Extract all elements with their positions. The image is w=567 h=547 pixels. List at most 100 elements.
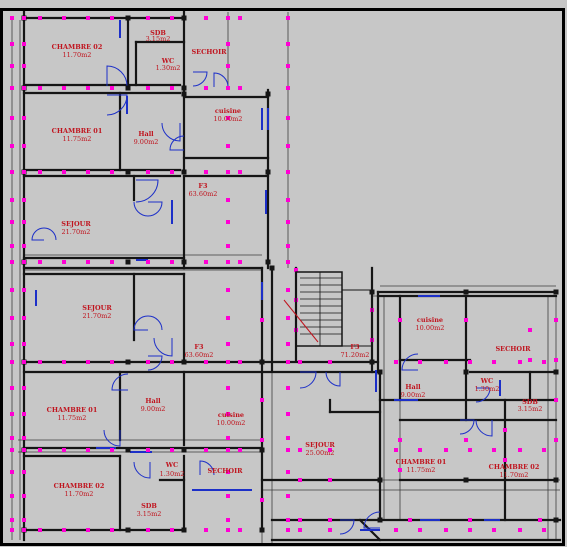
grid-marker bbox=[226, 360, 230, 364]
room-name: Hall bbox=[405, 383, 421, 391]
grid-marker bbox=[238, 86, 242, 90]
grid-marker bbox=[146, 360, 150, 364]
grid-marker bbox=[22, 448, 26, 452]
door-swing bbox=[339, 519, 355, 535]
grid-marker bbox=[468, 528, 472, 532]
door-swing bbox=[199, 460, 215, 476]
column bbox=[265, 91, 271, 97]
door-swing bbox=[475, 419, 493, 437]
grid-marker bbox=[394, 448, 398, 452]
room-name: SEJOUR bbox=[82, 304, 112, 312]
grid-marker bbox=[226, 198, 230, 202]
grid-marker bbox=[286, 528, 290, 532]
grid-marker bbox=[238, 170, 242, 174]
column bbox=[181, 91, 187, 97]
column bbox=[463, 477, 469, 483]
grid-marker bbox=[62, 360, 66, 364]
column bbox=[553, 289, 559, 295]
grid-marker bbox=[38, 528, 42, 532]
column bbox=[553, 477, 559, 483]
room-area: 25.00m2 bbox=[306, 449, 335, 457]
door-swing bbox=[133, 201, 163, 217]
grid-marker bbox=[22, 470, 26, 474]
grid-marker bbox=[542, 528, 546, 532]
room-area: 11.70m2 bbox=[63, 51, 92, 59]
grid-marker bbox=[542, 360, 546, 364]
grid-marker bbox=[110, 170, 114, 174]
grid-marker bbox=[298, 360, 302, 364]
grid-marker bbox=[328, 528, 332, 532]
grid-marker bbox=[286, 170, 290, 174]
grid-marker bbox=[464, 438, 468, 442]
grid-marker bbox=[10, 436, 14, 440]
grid-marker bbox=[226, 412, 230, 416]
grid-marker bbox=[22, 360, 26, 364]
grid-marker bbox=[10, 316, 14, 320]
room-name: WC bbox=[161, 57, 174, 65]
grid-marker bbox=[286, 220, 290, 224]
column bbox=[125, 359, 131, 365]
grid-marker bbox=[286, 412, 290, 416]
grid-marker bbox=[226, 144, 230, 148]
grid-marker bbox=[22, 260, 26, 264]
grid-marker bbox=[518, 360, 522, 364]
grid-marker bbox=[62, 448, 66, 452]
grid-marker bbox=[170, 170, 174, 174]
grid-marker bbox=[10, 386, 14, 390]
grid-marker bbox=[298, 518, 302, 522]
room-name: SDB bbox=[150, 29, 166, 37]
door-swing bbox=[475, 387, 491, 403]
grid-marker bbox=[226, 386, 230, 390]
grid-marker bbox=[286, 86, 290, 90]
grid-marker bbox=[260, 318, 264, 322]
grid-marker bbox=[86, 86, 90, 90]
grid-marker bbox=[146, 448, 150, 452]
grid-marker bbox=[10, 116, 14, 120]
room-area: 9.00m2 bbox=[401, 391, 426, 399]
grid-marker bbox=[226, 42, 230, 46]
grid-marker bbox=[492, 360, 496, 364]
door-swing bbox=[169, 135, 185, 151]
room-name: F3 bbox=[350, 343, 360, 351]
grid-marker bbox=[468, 360, 472, 364]
room-area: 1.30m2 bbox=[475, 385, 500, 393]
column bbox=[269, 265, 275, 271]
grid-marker bbox=[10, 288, 14, 292]
door-swing bbox=[213, 72, 229, 88]
grid-marker bbox=[260, 498, 264, 502]
grid-marker bbox=[554, 358, 558, 362]
grid-marker bbox=[10, 412, 14, 416]
grid-marker bbox=[238, 448, 242, 452]
column bbox=[181, 447, 187, 453]
column bbox=[369, 359, 375, 365]
room-name: cuisine bbox=[417, 316, 443, 324]
grid-marker bbox=[226, 494, 230, 498]
grid-marker bbox=[10, 170, 14, 174]
grid-marker bbox=[22, 198, 26, 202]
grid-marker bbox=[22, 244, 26, 248]
grid-marker bbox=[62, 86, 66, 90]
grid-marker bbox=[22, 144, 26, 148]
room-name: SEJOUR bbox=[61, 220, 91, 228]
grid-marker bbox=[328, 448, 332, 452]
grid-marker bbox=[22, 86, 26, 90]
grid-marker bbox=[170, 528, 174, 532]
grid-marker bbox=[398, 438, 402, 442]
grid-marker bbox=[62, 260, 66, 264]
room-name: CHAMBRE 02 bbox=[54, 482, 105, 490]
column bbox=[125, 85, 131, 91]
grid-marker bbox=[503, 428, 507, 432]
grid-marker bbox=[286, 144, 290, 148]
grid-marker bbox=[10, 494, 14, 498]
grid-marker bbox=[10, 220, 14, 224]
room-name: cuisine bbox=[215, 107, 241, 115]
grid-marker bbox=[528, 328, 532, 332]
column bbox=[553, 517, 559, 523]
grid-marker bbox=[86, 170, 90, 174]
grid-marker bbox=[286, 470, 290, 474]
grid-marker bbox=[226, 470, 230, 474]
grid-marker bbox=[528, 358, 532, 362]
column bbox=[463, 369, 469, 375]
grid-marker bbox=[286, 198, 290, 202]
room-area: 21.70m2 bbox=[62, 228, 91, 236]
